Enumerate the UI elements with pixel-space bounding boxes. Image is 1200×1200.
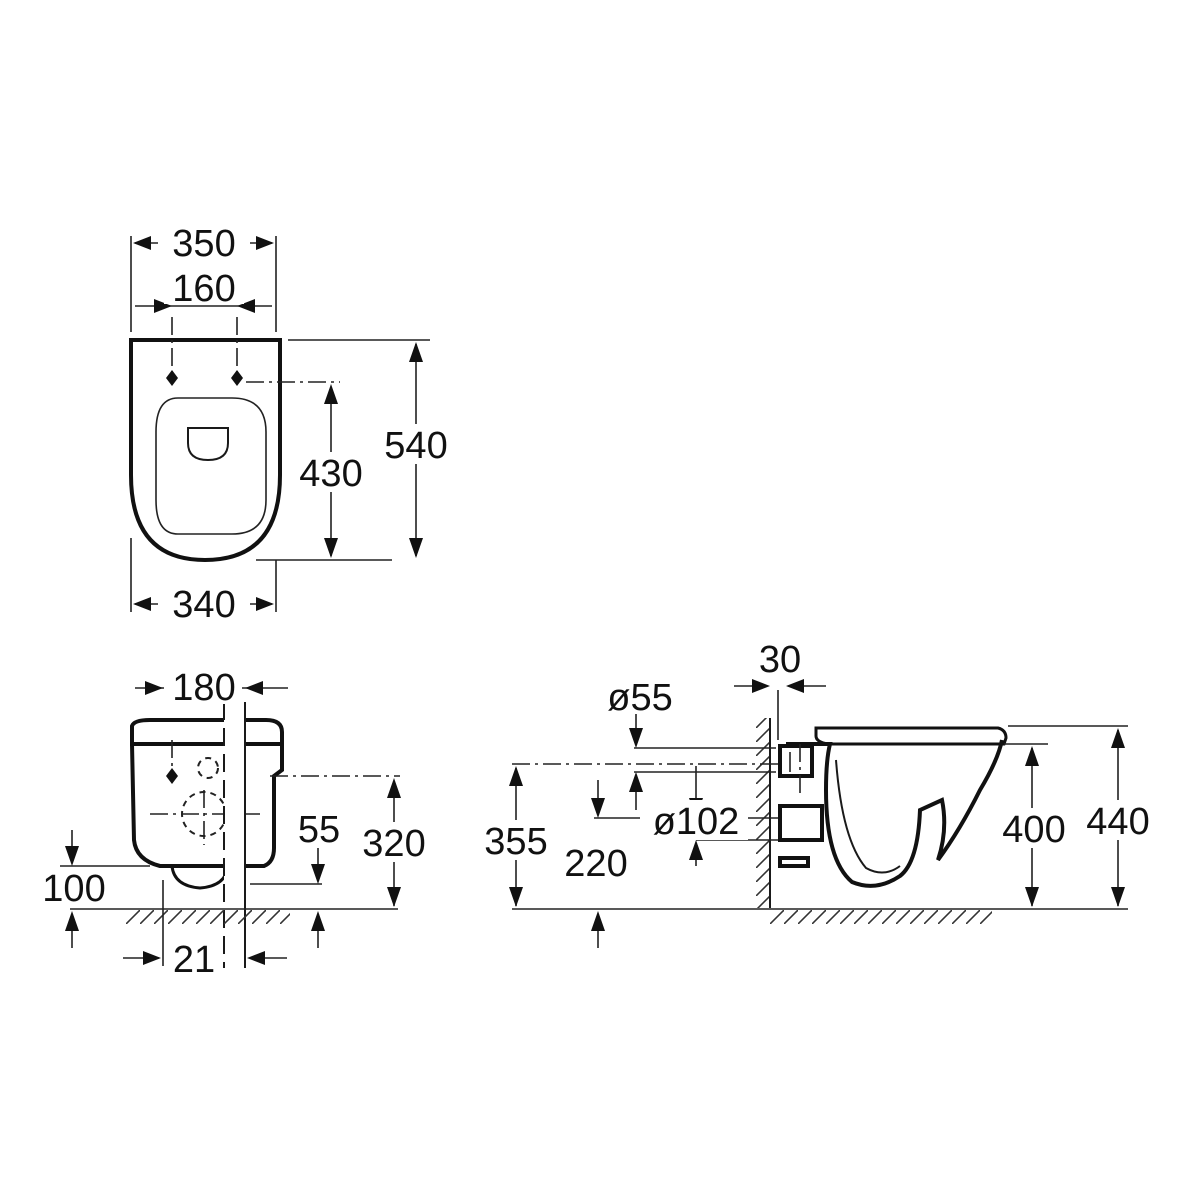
top-view: 350 160 340 430 540 bbox=[129, 223, 456, 626]
dim-inlet-55: 55 bbox=[298, 809, 340, 851]
front-view-floor-hatch bbox=[126, 910, 290, 924]
front-view-outlet bbox=[170, 865, 230, 890]
side-view-bowl-outline bbox=[786, 739, 1004, 888]
front-view-seat-lid bbox=[130, 718, 284, 746]
side-view: 30 ø55 ø102 355 220 bbox=[482, 639, 1156, 948]
side-view-floor-hatch bbox=[770, 910, 992, 924]
dim-height-440: 440 bbox=[1086, 801, 1149, 843]
front-view: 180 21 100 55 320 bbox=[38, 666, 432, 981]
front-view-inlet-pipe bbox=[197, 757, 219, 779]
dim-width-overall: 350 bbox=[172, 223, 235, 265]
side-view-seat bbox=[814, 726, 1008, 746]
dim-depth-fixing: 430 bbox=[299, 453, 362, 495]
dim-height-355: 355 bbox=[484, 821, 547, 863]
dim-fixing-centres: 160 bbox=[172, 268, 235, 310]
dim-height-100: 100 bbox=[42, 868, 105, 910]
side-view-outlet-spigot bbox=[778, 804, 824, 842]
dim-width-rear: 180 bbox=[172, 667, 235, 709]
front-view-break-gap bbox=[224, 700, 244, 970]
dim-height-220: 220 bbox=[564, 843, 627, 885]
dim-wall-offset: 30 bbox=[759, 639, 801, 681]
dim-height-400: 400 bbox=[1002, 809, 1065, 851]
top-view-water-trap bbox=[187, 427, 229, 462]
dim-height-320: 320 bbox=[362, 823, 425, 865]
top-view-bowl-outline bbox=[129, 338, 282, 563]
side-view-fixing-bracket bbox=[778, 744, 814, 778]
front-view-bowl-outline bbox=[130, 743, 284, 868]
dim-depth-overall: 540 bbox=[384, 425, 447, 467]
dim-outlet-width: 21 bbox=[173, 939, 215, 981]
dim-width-front: 340 bbox=[172, 584, 235, 626]
side-view-wall-hatch bbox=[756, 718, 770, 908]
dim-inlet-diameter: ø55 bbox=[607, 677, 672, 719]
dim-outlet-diameter: ø102 bbox=[653, 801, 740, 843]
side-view-bowl-inner bbox=[835, 759, 901, 874]
top-view-seat-opening bbox=[155, 397, 267, 535]
